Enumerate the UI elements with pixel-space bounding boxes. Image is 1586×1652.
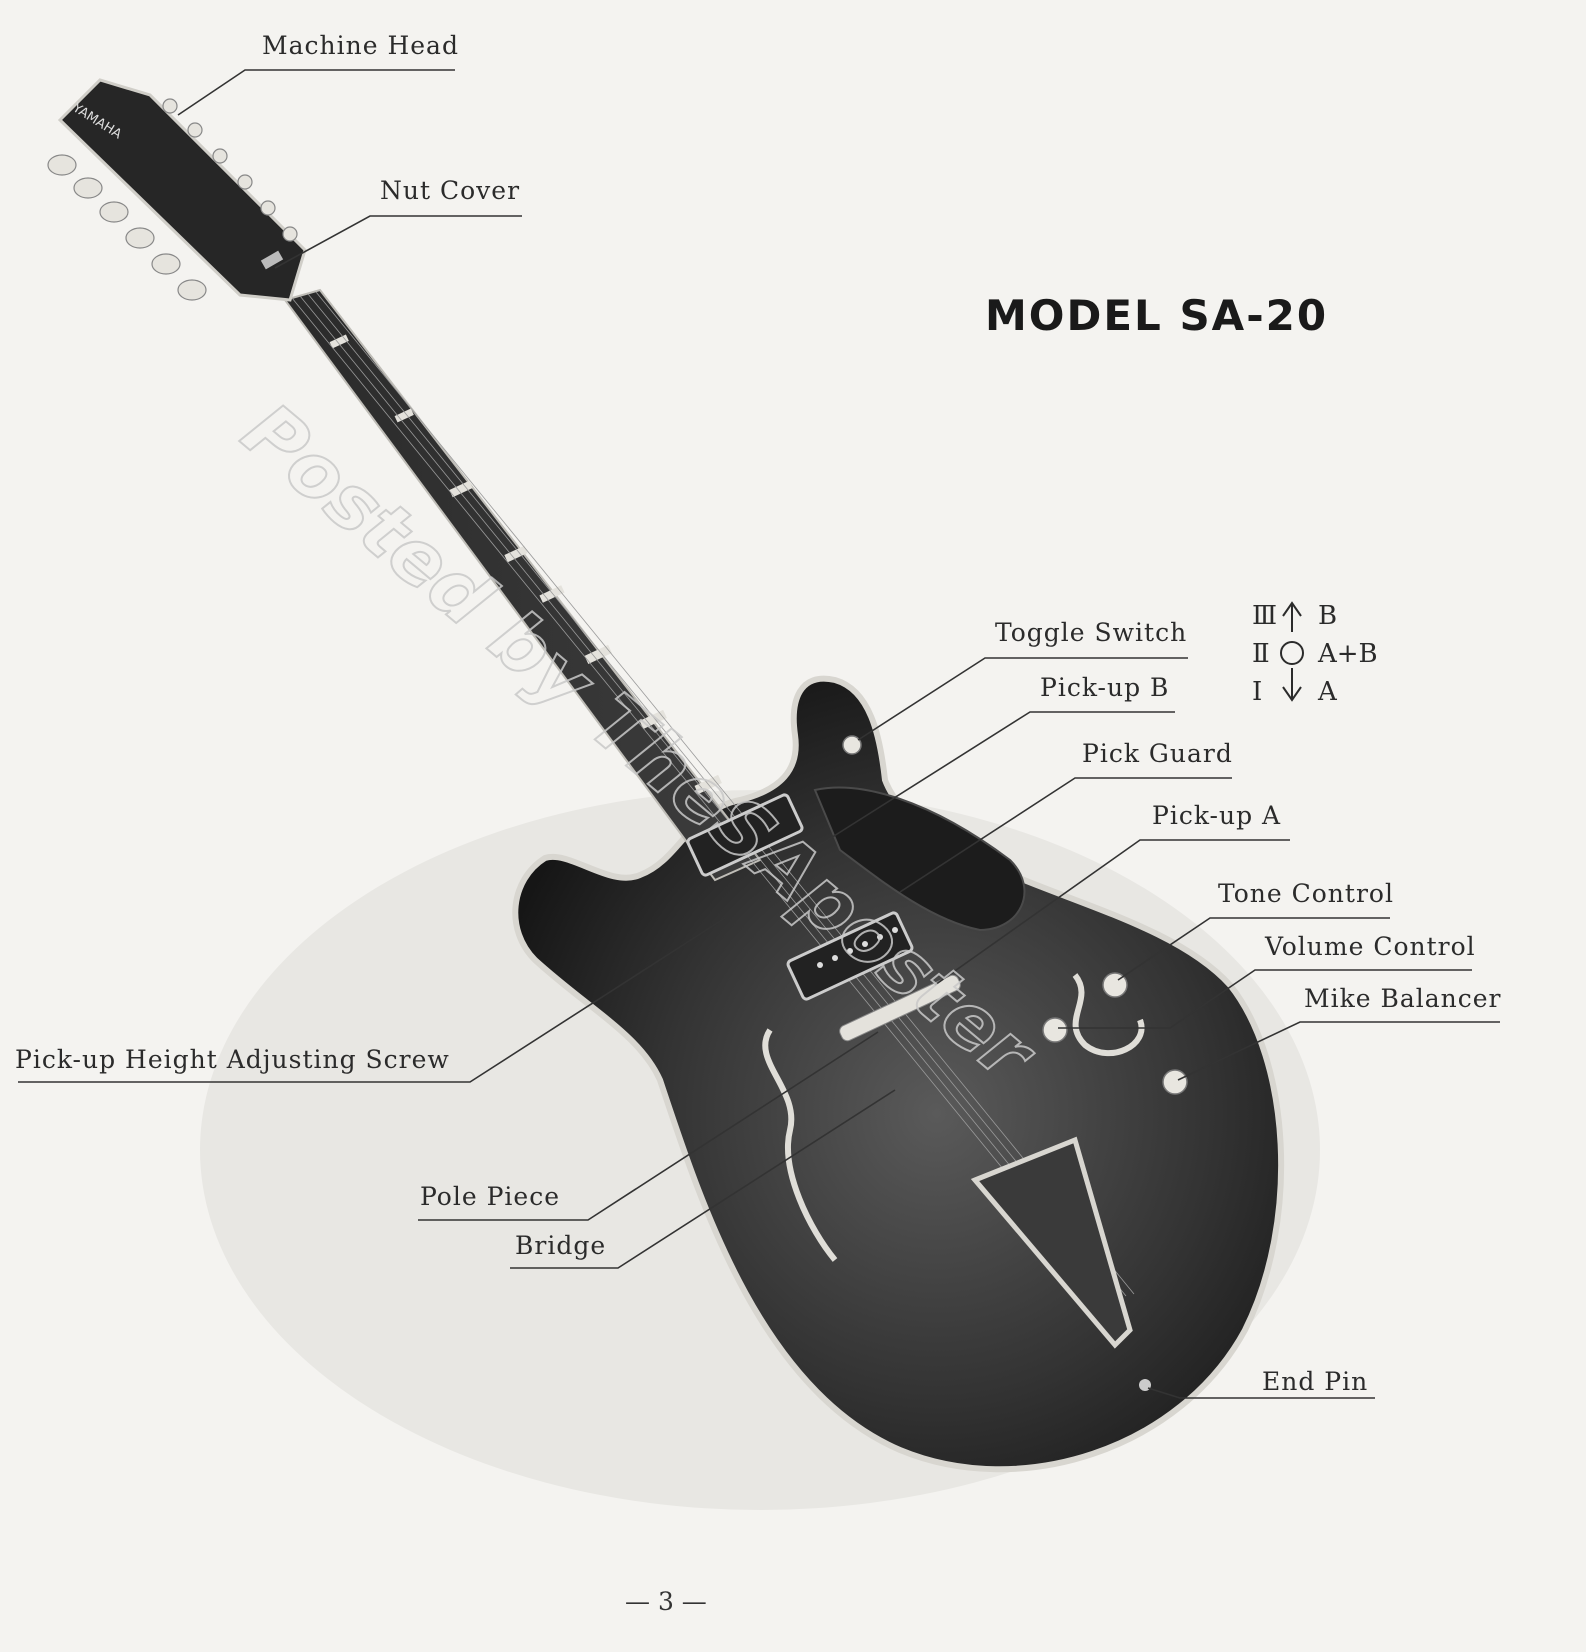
callout-volume-control: Volume Control	[1058, 932, 1476, 1029]
switch-numeral-1: Ⅰ	[1252, 677, 1262, 707]
callout-mike-balancer: Mike Balancer	[1177, 984, 1502, 1081]
label-pickup-a: Pick-up A	[1152, 801, 1281, 830]
switch-legend: Ⅲ Ⅱ Ⅰ B A+B A	[1252, 601, 1378, 707]
switch-numeral-2: Ⅱ	[1252, 639, 1270, 669]
callout-toggle-switch: Toggle Switch	[857, 618, 1188, 741]
circle-icon	[1280, 641, 1304, 665]
label-bridge: Bridge	[515, 1231, 606, 1260]
tone-knob	[1102, 972, 1128, 998]
f-hole-treble	[1072, 973, 1145, 1057]
label-end-pin: End Pin	[1262, 1367, 1368, 1396]
bridge	[839, 974, 961, 1042]
label-pole-piece: Pole Piece	[420, 1182, 560, 1211]
label-pickup-height-screw: Pick-up Height Adjusting Screw	[15, 1045, 450, 1074]
label-volume-control: Volume Control	[1264, 932, 1476, 961]
callout-machine-head: Machine Head	[177, 31, 459, 116]
switch-numeral-3: Ⅲ	[1252, 601, 1277, 631]
label-toggle-switch: Toggle Switch	[995, 618, 1187, 647]
pickup-b	[686, 793, 804, 877]
callout-pick-guard: Pick Guard	[899, 739, 1233, 893]
callout-pole-piece: Pole Piece	[418, 1031, 879, 1221]
toggle-switch-knob	[842, 735, 862, 755]
callout-tone-control: Tone Control	[1117, 879, 1394, 981]
switch-setting-b: B	[1318, 601, 1337, 631]
guitar-neck	[283, 288, 1135, 1301]
callout-pickup-b: Pick-up B	[814, 673, 1175, 849]
label-pickup-b: Pick-up B	[1040, 673, 1169, 702]
callout-nut-cover: Nut Cover	[274, 176, 522, 269]
nut-cover	[260, 250, 284, 270]
callout-pickup-a: Pick-up A	[934, 801, 1290, 986]
tuner-keys	[47, 98, 298, 301]
label-machine-head: Machine Head	[262, 31, 459, 60]
label-nut-cover: Nut Cover	[380, 176, 520, 205]
f-hole-bass	[762, 1028, 838, 1262]
callout-bridge: Bridge	[510, 1089, 896, 1269]
callout-pickup-height-screw: Pick-up Height Adjusting Screw	[15, 917, 726, 1083]
volume-knob	[1042, 1017, 1068, 1043]
label-tone-control: Tone Control	[1218, 879, 1394, 908]
label-pick-guard: Pick Guard	[1082, 739, 1233, 768]
balancer-knob	[1162, 1069, 1188, 1095]
label-mike-balancer: Mike Balancer	[1304, 984, 1502, 1013]
callout-end-pin: End Pin	[1147, 1367, 1375, 1399]
headstock: YAMAHA	[47, 78, 307, 302]
page-number: — 3 —	[625, 1587, 707, 1616]
pick-guard	[813, 786, 1026, 932]
switch-setting-ab: A+B	[1317, 639, 1378, 669]
switch-setting-a: A	[1317, 677, 1338, 707]
hardware	[686, 735, 1188, 1391]
tailpiece	[970, 1136, 1133, 1349]
model-title: MODEL SA-20	[985, 291, 1328, 340]
